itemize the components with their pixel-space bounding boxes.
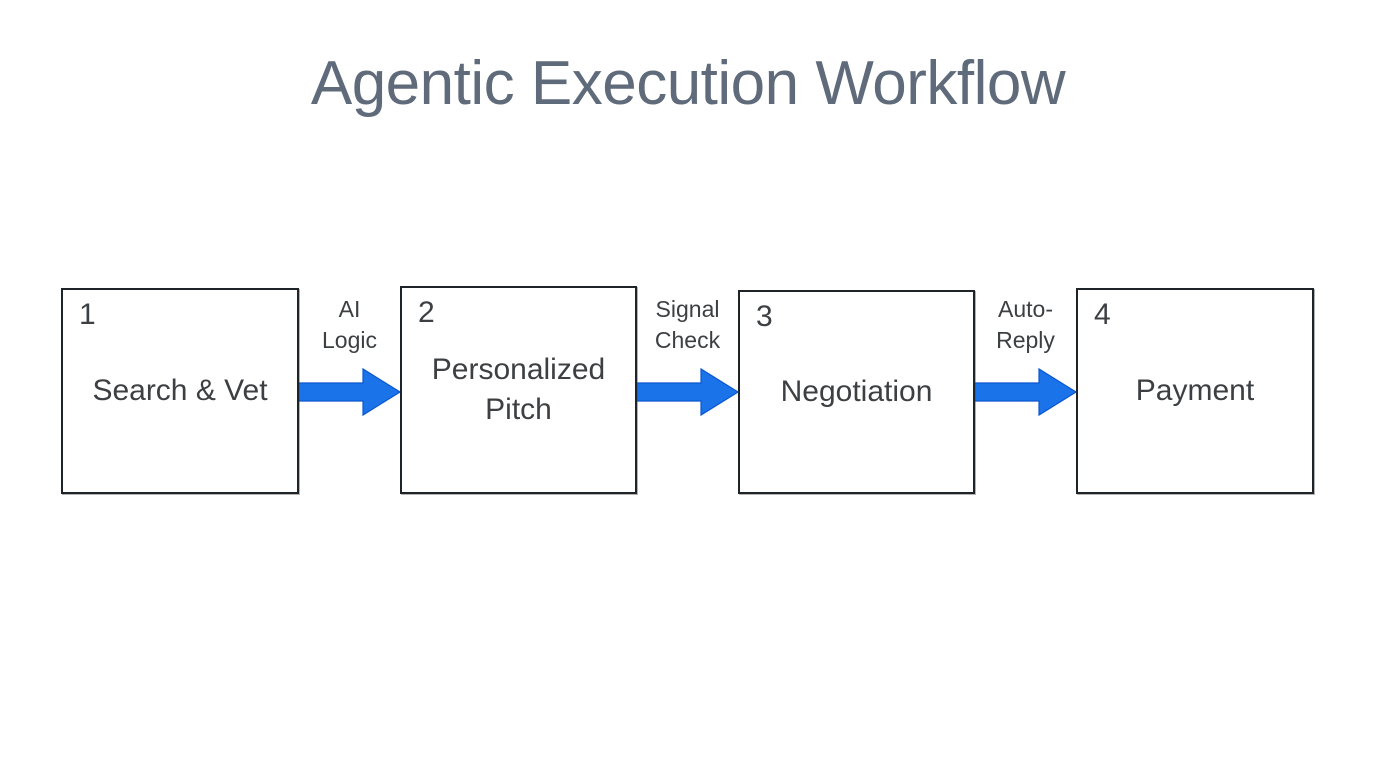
process-step-1[interactable]: 1 Search & Vet [61, 288, 299, 494]
step-label: Negotiation [780, 375, 933, 408]
connector-label: AI Logic [299, 294, 400, 356]
connector-label-line-1: Signal [655, 296, 720, 322]
connector-label: Auto- Reply [975, 294, 1076, 356]
connector-2-to-3: Signal Check [637, 288, 738, 498]
step-label: Payment [1135, 374, 1255, 407]
arrow-right-icon [975, 367, 1076, 417]
step-label: Personalized Pitch [431, 353, 606, 426]
connector-label-line-1: Auto- [998, 296, 1053, 322]
page-title: Agentic Execution Workflow [310, 49, 1066, 118]
connector-label-line-2: Reply [996, 327, 1055, 353]
step-label: Search & Vet [92, 374, 268, 407]
process-step-4[interactable]: 4 Payment [1076, 288, 1314, 494]
connector-1-to-2: AI Logic [299, 288, 400, 498]
connector-label-line-2: Logic [322, 327, 377, 353]
connector-label-line-2: Check [654, 327, 721, 353]
process-step-3[interactable]: 3 Negotiation [738, 290, 975, 494]
step-number: 4 [1094, 298, 1111, 331]
step-number: 1 [79, 298, 96, 331]
connector-3-to-4: Auto- Reply [975, 288, 1076, 498]
step-number: 3 [756, 300, 773, 333]
process-step-2[interactable]: 2 Personalized Pitch [400, 286, 637, 494]
connector-label-line-1: AI [338, 296, 361, 322]
arrow-right-icon [637, 367, 738, 417]
arrow-right-icon [299, 367, 400, 417]
step-number: 2 [418, 296, 435, 329]
connector-label: Signal Check [637, 294, 738, 356]
